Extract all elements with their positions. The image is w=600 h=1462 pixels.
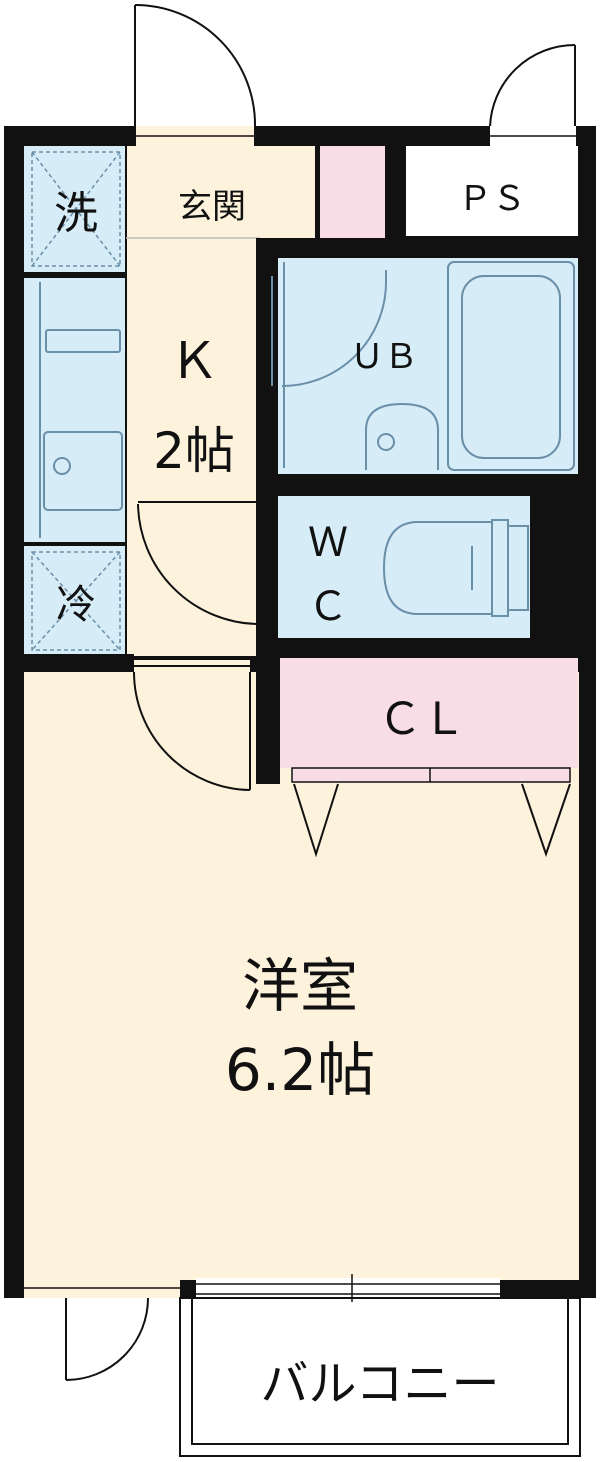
ps-wall-gap <box>406 236 596 240</box>
bathtub <box>283 261 575 471</box>
balcony-label: バルコニー <box>260 1356 499 1412</box>
bath-room <box>276 258 578 474</box>
balcony-side-door <box>65 1297 149 1381</box>
toilet-room <box>276 496 530 640</box>
fridge-label: 冷 <box>56 582 96 628</box>
kitchen-floor <box>126 258 260 656</box>
toilet-door <box>137 501 259 625</box>
balcony-window <box>24 1274 500 1302</box>
western-size: 6.2帖 <box>225 1036 375 1104</box>
fridge-box <box>31 551 121 651</box>
shoe-storage <box>320 146 386 238</box>
closet-label: ＣＬ <box>378 694 466 745</box>
entrance-door <box>134 4 257 128</box>
toilet-label-w: Ｗ <box>308 520 348 566</box>
western-door <box>133 660 251 791</box>
bath-toilet <box>365 402 439 470</box>
toilet-bowl <box>382 519 529 617</box>
toilet-label-c: Ｃ <box>308 584 348 630</box>
bath-door <box>271 270 387 387</box>
washer-box <box>31 151 121 267</box>
ps-door <box>489 44 576 128</box>
western-label: 洋室 <box>242 952 358 1020</box>
washer-space <box>24 146 126 272</box>
closet-doors <box>291 767 571 858</box>
entrance-step <box>126 238 260 258</box>
entrance-room <box>126 146 316 238</box>
kitchen-label: Ｋ <box>169 332 219 390</box>
closet-room <box>280 658 578 768</box>
entrance-label: 玄関 <box>178 187 246 227</box>
inner-walls <box>4 126 596 784</box>
bath-label: ＵＢ <box>350 337 418 377</box>
kitchen-size: 2帖 <box>153 422 235 480</box>
ps-label: ＰＳ <box>458 179 526 219</box>
kitchen-sink <box>39 282 123 538</box>
balcony-area <box>179 1297 581 1457</box>
washer-label: 洗 <box>54 188 98 239</box>
ps-room <box>406 146 578 236</box>
